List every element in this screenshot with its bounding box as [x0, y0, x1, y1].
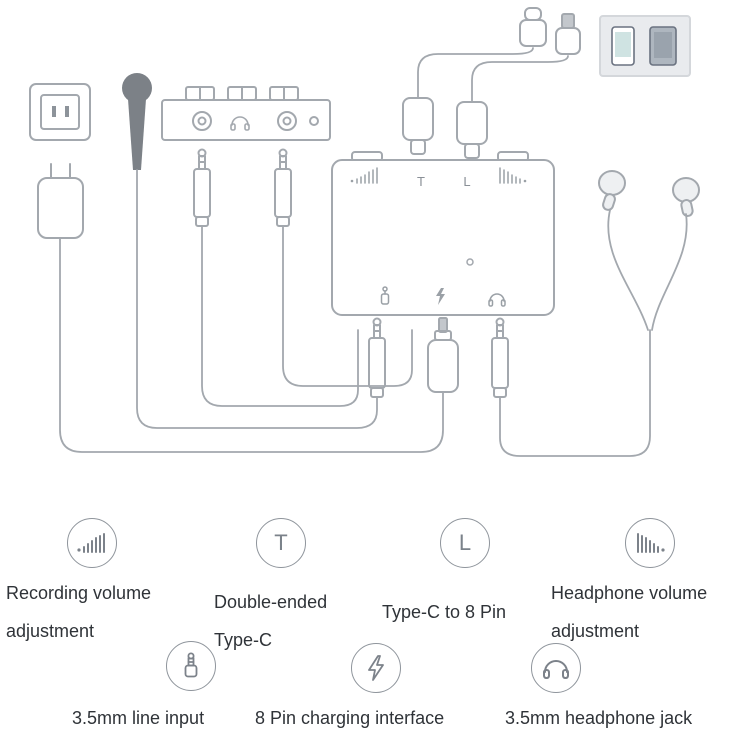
main-adapter-device: T L [331, 151, 555, 316]
type-c-badge: T [256, 518, 306, 568]
type-c-label: Double-ended Type-C [214, 592, 328, 650]
recording-volume-label: Recording volume adjustment [6, 583, 152, 641]
charging-label: 8 Pin charging interface [255, 708, 445, 728]
microphone-cable [136, 169, 378, 429]
earphones [598, 170, 700, 217]
aux-plug-headphone [491, 317, 509, 398]
audio-mixer [161, 86, 331, 141]
power-cable [59, 237, 444, 453]
letter-t-icon: T [274, 530, 288, 555]
phone-icon-filled [649, 26, 677, 66]
line-input-badge [166, 641, 216, 691]
lightning-plug-charging [427, 317, 459, 393]
device-headphone-icon [488, 293, 506, 307]
lightning-bolt-icon [368, 655, 384, 681]
device-l-port-label: L [463, 174, 470, 189]
aux-plug-mixer-left [193, 148, 211, 227]
phone-icon-outline [611, 26, 635, 66]
type-c-cable-left [417, 47, 534, 99]
recording-volume-icon [77, 533, 105, 553]
headphone-volume-badge [625, 518, 675, 568]
mixer-cable-right [282, 225, 413, 387]
aux-plug-line-input [368, 317, 386, 398]
lightning-plug-top [555, 13, 581, 55]
device-headphone-volume-icon [499, 167, 527, 184]
type-c-plug-top [519, 7, 547, 47]
eight-pin-label: Type-C to 8 Pin [382, 602, 507, 622]
headphones-icon [543, 660, 569, 679]
earphone-cable-main [499, 329, 651, 457]
aux-plug-mixer-right [274, 148, 292, 227]
earphone-cable-left [607, 209, 649, 331]
headphone-volume-icon [637, 533, 665, 553]
type-c-cable-right [471, 55, 569, 103]
headphone-jack-label: 3.5mm headphone jack [505, 708, 693, 728]
mixer-headphone-icon [230, 116, 250, 131]
recording-volume-badge [67, 518, 117, 568]
eight-pin-badge: L [440, 518, 490, 568]
device-t-port-label: T [417, 174, 425, 189]
wall-socket [29, 83, 91, 141]
device-aux-input-icon [380, 286, 390, 305]
mixer-cable-left [201, 225, 359, 407]
headphone-volume-label: Headphone volume adjustment [551, 583, 708, 641]
letter-l-icon: L [458, 530, 472, 555]
illustration: T L [29, 7, 700, 457]
device-recording-volume-icon [350, 167, 378, 184]
charging-badge [351, 643, 401, 693]
power-adapter [37, 163, 84, 239]
line-input-label: 3.5mm line input [72, 708, 205, 728]
microphone [122, 73, 152, 170]
phones-box [599, 15, 691, 77]
aux-plug-icon [184, 652, 198, 678]
device-led [466, 258, 474, 266]
earphone-cable-right [651, 213, 688, 331]
type-c-connector-into-l-port [456, 101, 488, 159]
headphone-jack-badge [531, 643, 581, 693]
device-charging-icon [436, 288, 445, 305]
type-c-connector-into-t-port [402, 97, 434, 155]
